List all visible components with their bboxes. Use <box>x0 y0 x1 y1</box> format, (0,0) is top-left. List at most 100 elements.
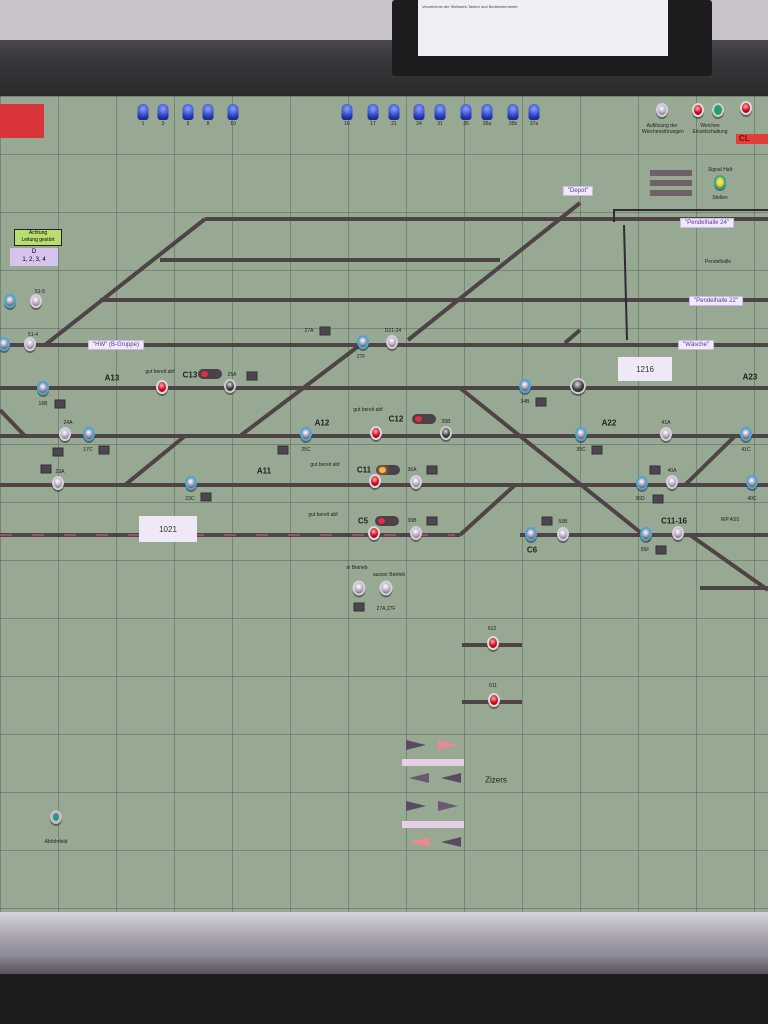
point-switch[interactable] <box>649 465 661 475</box>
out-of-service-knob[interactable] <box>379 580 393 596</box>
train-number-1216: 1216 <box>618 357 672 381</box>
signal-knob-55b[interactable] <box>557 527 569 541</box>
signal-knob-36a[interactable] <box>410 475 422 489</box>
route-button-35[interactable] <box>460 104 472 120</box>
point-switch[interactable] <box>535 397 547 407</box>
point-switch[interactable] <box>541 516 553 526</box>
signal-knob-51-4[interactable] <box>24 337 36 351</box>
signal-knob-612[interactable] <box>487 636 499 650</box>
signal-knob-41c[interactable] <box>740 427 752 441</box>
signal-knob-36b[interactable] <box>410 526 422 540</box>
point-switch[interactable] <box>98 445 110 455</box>
track-lines <box>0 201 768 704</box>
signal-label: 35B <box>441 419 451 425</box>
signal-knob-a23[interactable] <box>570 378 586 394</box>
signal-knob-24a[interactable] <box>59 427 71 441</box>
signal-knob-23c[interactable] <box>185 476 197 490</box>
points-red-knob[interactable] <box>692 103 704 117</box>
signal-knob[interactable] <box>0 337 10 351</box>
signal-knob-36d[interactable] <box>636 476 648 490</box>
route-button-21[interactable] <box>388 104 400 120</box>
signal-knob-40a[interactable] <box>666 475 678 489</box>
signal-knob-c12[interactable] <box>370 426 382 440</box>
route-button-37a[interactable] <box>528 104 540 120</box>
signal-knob-c11-16[interactable] <box>672 526 684 540</box>
signal-knob-35c[interactable] <box>575 427 587 441</box>
signal-knob-c11[interactable] <box>369 474 381 488</box>
points-green-knob[interactable] <box>712 103 724 117</box>
service-key[interactable] <box>353 602 365 612</box>
status-gut: gut <box>145 369 153 375</box>
point-switch[interactable] <box>54 399 66 409</box>
status-row: gut bereit abf <box>353 407 382 413</box>
point-switch[interactable] <box>652 494 664 504</box>
point-switch[interactable] <box>246 371 258 381</box>
signal-label: 41C <box>741 447 751 453</box>
signal-label: WP AS5 <box>720 517 740 523</box>
point-switch[interactable] <box>426 516 438 526</box>
route-button-35b[interactable] <box>507 104 519 120</box>
emergency-knob[interactable] <box>740 101 752 115</box>
signal-knob-27f[interactable] <box>357 335 369 349</box>
point-switch[interactable] <box>40 464 52 474</box>
signal-label: 36D <box>635 496 645 502</box>
direction-arrow-icon <box>406 740 426 750</box>
c12-indicator <box>412 414 436 424</box>
direction-arrow-icon <box>406 801 426 811</box>
signal-knob-23a[interactable] <box>52 476 64 490</box>
signal-knob-c13[interactable] <box>156 380 168 394</box>
signal-knob-35b[interactable] <box>440 426 452 440</box>
signal-knob-d21-24[interactable] <box>386 335 398 349</box>
in-service-knob[interactable] <box>352 580 366 596</box>
reset-switch-knob[interactable] <box>656 103 668 117</box>
point-switch[interactable] <box>277 445 289 455</box>
signal-knob-c6[interactable] <box>525 527 537 541</box>
label-card-waesche: "Wäsche" <box>678 340 714 350</box>
stellen-label: Stellen <box>712 195 728 201</box>
signal-knob-16b[interactable] <box>37 381 49 395</box>
button-label: 10 <box>230 121 236 127</box>
point-switch[interactable] <box>591 445 603 455</box>
button-label: 1 <box>141 121 145 127</box>
direction-arrow-icon <box>441 773 461 783</box>
abfahrfeld-knob[interactable] <box>50 810 62 824</box>
signal-knob-25c[interactable] <box>300 427 312 441</box>
signal-halt-knob[interactable] <box>714 175 726 189</box>
route-button-3[interactable] <box>157 104 169 120</box>
signal-halt-label: Signal Halt <box>707 167 733 173</box>
signal-knob-17c[interactable] <box>83 427 95 441</box>
route-button-31[interactable] <box>434 104 446 120</box>
route-button-1[interactable] <box>137 104 149 120</box>
signal-knob-40c[interactable] <box>746 475 758 489</box>
signal-knob[interactable] <box>4 294 16 308</box>
point-switch[interactable] <box>52 447 64 457</box>
route-button-17[interactable] <box>367 104 379 120</box>
signal-label: 24A <box>63 420 73 426</box>
button-label: 35 <box>463 121 469 127</box>
signal-label: 51-5 <box>34 289 46 295</box>
direction-arrow-icon <box>438 801 458 811</box>
point-switch[interactable] <box>200 492 212 502</box>
route-button-24[interactable] <box>413 104 425 120</box>
signal-knob-51-5[interactable] <box>30 294 42 308</box>
signal-knob-611[interactable] <box>488 693 500 707</box>
label-card-pendelhalle-24: "Pendelhalle 24" <box>680 218 734 228</box>
signal-knob-34b[interactable] <box>519 379 531 393</box>
point-switch[interactable] <box>426 465 438 475</box>
signal-knob-41a[interactable] <box>660 427 672 441</box>
point-switch[interactable] <box>655 545 667 555</box>
route-button-35a[interactable] <box>481 104 493 120</box>
signal-knob-c5[interactable] <box>368 526 380 540</box>
route-button-10[interactable] <box>227 104 239 120</box>
c11-indicator <box>376 465 400 475</box>
route-button-8[interactable] <box>202 104 214 120</box>
signal-knob-25a[interactable] <box>224 379 236 393</box>
point-switch-27a[interactable] <box>319 326 331 336</box>
direction-bar <box>402 821 464 828</box>
route-button-5[interactable] <box>182 104 194 120</box>
signal-knob-55f[interactable] <box>640 527 652 541</box>
route-button-16[interactable] <box>341 104 353 120</box>
notice-line: Leitung gestört <box>21 237 55 243</box>
